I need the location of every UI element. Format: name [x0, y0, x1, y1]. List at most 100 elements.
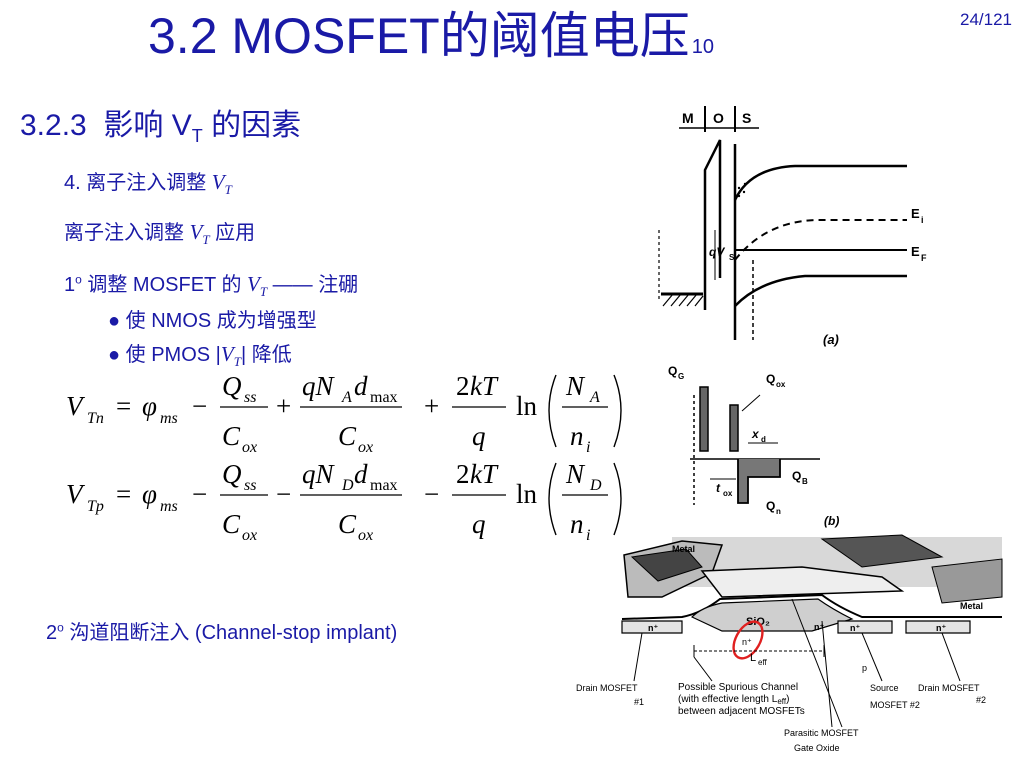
svg-text:−: −: [192, 391, 207, 421]
section-heading: 3.2.3 影响 VT 的因素: [20, 100, 301, 147]
svg-text:φ: φ: [142, 479, 157, 509]
svg-text:G: G: [678, 372, 684, 381]
svg-text:+: +: [276, 391, 291, 421]
svg-text:d: d: [354, 371, 368, 401]
bullet-pmos: ● 使 PMOS |VT| 降低: [108, 342, 292, 369]
svg-text:2: 2: [456, 459, 470, 489]
svg-text:Tp: Tp: [87, 498, 104, 515]
source-drain-regions: [621, 620, 971, 634]
svg-text:N: N: [565, 459, 586, 489]
spurious-channel-caption: Possible Spurious Channel (with effectiv…: [678, 682, 805, 717]
svg-text:d: d: [354, 459, 368, 489]
svg-text:=: =: [116, 479, 131, 509]
svg-text:Gate Oxide: Gate Oxide: [794, 743, 840, 753]
svg-text:Drain MOSFET: Drain MOSFET: [576, 683, 638, 693]
svg-text:Q: Q: [792, 469, 801, 483]
svg-text:Source: Source: [870, 683, 899, 693]
svg-text:n: n: [776, 507, 781, 516]
svg-text:ox: ox: [358, 439, 373, 456]
svg-text:MOSFET #2: MOSFET #2: [870, 700, 920, 710]
svg-text:Metal: Metal: [672, 544, 695, 554]
svg-text:p: p: [862, 663, 867, 673]
svg-text:Q: Q: [222, 371, 242, 401]
svg-text:n: n: [570, 421, 584, 451]
apply-line: 离子注入调整 VT 应用: [64, 220, 256, 247]
svg-text:−: −: [424, 479, 439, 509]
svg-text:C: C: [222, 509, 241, 539]
title-main: 3.2 MOSFET的阈值电压: [148, 8, 690, 64]
svg-text:q: q: [472, 421, 486, 451]
svg-text:Parasitic MOSFET: Parasitic MOSFET: [784, 728, 859, 738]
svg-text:E: E: [911, 244, 920, 259]
svg-text:qN: qN: [302, 459, 336, 489]
spurious-channel-marker: [732, 620, 764, 660]
svg-text:(a): (a): [823, 332, 839, 347]
svg-text:−: −: [276, 479, 291, 509]
svg-text:n⁺: n⁺: [936, 623, 946, 633]
dot-fill: [737, 182, 747, 198]
svg-text:ln: ln: [516, 391, 538, 421]
svg-text:F: F: [921, 253, 927, 263]
svg-text:C: C: [222, 421, 241, 451]
page-number: 24/121: [960, 10, 1012, 29]
svg-text:n⁺: n⁺: [742, 637, 752, 647]
svg-text:n⁺: n⁺: [850, 623, 860, 633]
svg-text:A: A: [589, 389, 600, 406]
svg-text:i: i: [921, 215, 924, 225]
svg-text:C: C: [338, 509, 357, 539]
svg-text:n: n: [570, 509, 584, 539]
svg-text:S: S: [729, 253, 735, 262]
svg-text:2: 2: [456, 371, 470, 401]
bullet-icon: ●: [108, 310, 121, 332]
item-4-line: 4. 离子注入调整 VT: [64, 170, 232, 197]
svg-text:ox: ox: [723, 489, 733, 498]
svg-text:Tn: Tn: [87, 410, 104, 427]
point-2-line: 2o 沟道阻断注入 (Channel-stop implant): [46, 620, 398, 644]
svg-text:V: V: [66, 479, 86, 509]
svg-text:Q: Q: [222, 459, 242, 489]
svg-text:ox: ox: [776, 380, 786, 389]
svg-text:Drain MOSFET: Drain MOSFET: [918, 683, 980, 693]
svg-text:ss: ss: [244, 389, 256, 406]
svg-text:ms: ms: [160, 498, 178, 515]
svg-text:Q: Q: [766, 499, 775, 513]
svg-text:D: D: [589, 477, 602, 494]
leader-lines: [633, 598, 961, 728]
svg-text:(with effective length Leff: (with effective length Leff): [678, 694, 789, 706]
svg-text:D: D: [341, 477, 354, 494]
section-number: 3.2.3: [20, 109, 87, 142]
svg-text:M: M: [682, 110, 694, 126]
svg-text:ss: ss: [244, 477, 256, 494]
svg-text:between adjacent MOSFETs: between adjacent MOSFETs: [678, 706, 805, 717]
svg-text:i: i: [586, 527, 590, 544]
bullet-nmos: ● 使 NMOS 成为增强型: [108, 310, 317, 332]
svg-text:n⁺: n⁺: [814, 622, 824, 632]
svg-text:E: E: [911, 206, 920, 221]
svg-text:ms: ms: [160, 410, 178, 427]
svg-text:A: A: [341, 389, 352, 406]
svg-text:B: B: [802, 477, 808, 486]
svg-text:Metal: Metal: [960, 601, 983, 611]
svg-text:ox: ox: [242, 439, 257, 456]
svg-text:Q: Q: [766, 372, 775, 386]
svg-text:−: −: [192, 479, 207, 509]
svg-text:ox: ox: [242, 527, 257, 544]
svg-text:#1: #1: [634, 697, 644, 707]
svg-text:max: max: [370, 389, 398, 406]
svg-text:N: N: [565, 371, 586, 401]
svg-text:C: C: [338, 421, 357, 451]
svg-text:n⁺: n⁺: [648, 623, 658, 633]
svg-text:L: L: [750, 652, 756, 664]
svg-text:eff: eff: [758, 658, 768, 667]
svg-text:d: d: [761, 435, 766, 444]
title-subscript: 10: [691, 36, 714, 58]
svg-text:i: i: [586, 439, 590, 456]
svg-text:x: x: [751, 427, 760, 441]
svg-text:Possible Spurious Channel: Possible Spurious Channel: [678, 682, 798, 693]
point-1-line: 1o 调整 MOSFET 的 VT —— 注硼: [64, 272, 359, 299]
svg-text:q: q: [472, 509, 486, 539]
